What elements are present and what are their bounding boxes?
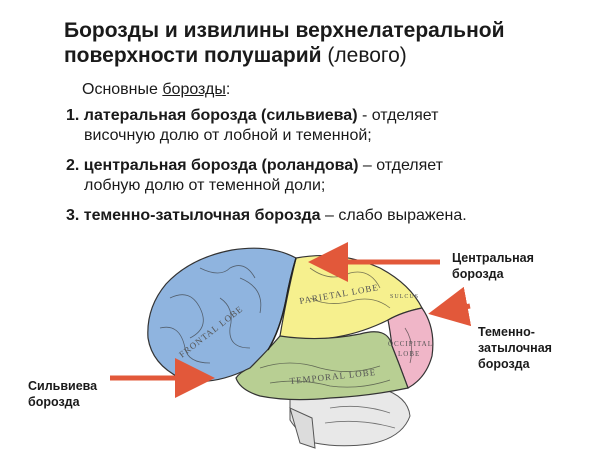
red-arrow-icon <box>428 286 472 327</box>
title-normal: (левого) <box>327 44 407 67</box>
brain-illustration: FRONTAL LOBE PARIETAL LOBE TEMPORAL LOBE… <box>147 247 434 449</box>
label-line: борозда <box>28 395 80 409</box>
list-item-bold: 3. теменно-затылочная борозда <box>66 207 321 224</box>
title-bold: Борозды и извилины верхнелатеральной пов… <box>64 19 505 67</box>
list-item-text: – слабо выражена. <box>320 207 467 224</box>
list-item-bold: 1. латеральная борозда (сильвиева) <box>66 107 358 124</box>
temporal-lobe-shape <box>235 331 409 401</box>
sulcus-tag-label: SULCUS <box>390 294 419 300</box>
label-parieto-occipital-sulcus: Теменно- затылочная борозда <box>478 324 552 372</box>
brainstem-shape <box>289 407 316 449</box>
label-line: борозда <box>478 357 530 371</box>
intro-word-2: борозды <box>162 81 226 98</box>
label-sylvian-sulcus: Сильвиева борозда <box>28 378 97 410</box>
list-item: 2. центральная борозда (роландова) – отд… <box>66 156 586 196</box>
list-item-continuation: височную долю от лобной и теменной; <box>84 127 372 144</box>
intro-line: Основные борозды: <box>82 80 230 100</box>
list-item-text: - отделяет <box>357 107 439 124</box>
list-item: 1. латеральная борозда (сильвиева) - отд… <box>66 106 586 146</box>
label-line: Сильвиева <box>28 379 98 393</box>
occipital-lobe-label-1: OCCIPITAL <box>388 340 433 348</box>
list-item: 3. теменно-затылочная борозда – слабо вы… <box>66 206 586 226</box>
list-item-text: – отделяет <box>358 157 443 174</box>
label-central-sulcus: Центральная борозда <box>452 250 534 282</box>
list-item-continuation: лобную долю от теменной доли; <box>84 177 326 194</box>
label-line: борозда <box>452 267 504 281</box>
label-line: Центральная <box>452 251 534 265</box>
intro-word-1: Основные <box>82 81 158 98</box>
label-line: затылочная <box>478 341 552 355</box>
page-title: Борозды и извилины верхнелатеральной пов… <box>64 18 594 68</box>
label-line: Теменно- <box>478 325 535 339</box>
list-item-bold: 2. центральная борозда (роландова) <box>66 157 359 174</box>
occipital-lobe-label-2: LOBE <box>398 350 420 358</box>
intro-colon: : <box>225 81 231 98</box>
central-sulcus-line <box>267 257 297 351</box>
